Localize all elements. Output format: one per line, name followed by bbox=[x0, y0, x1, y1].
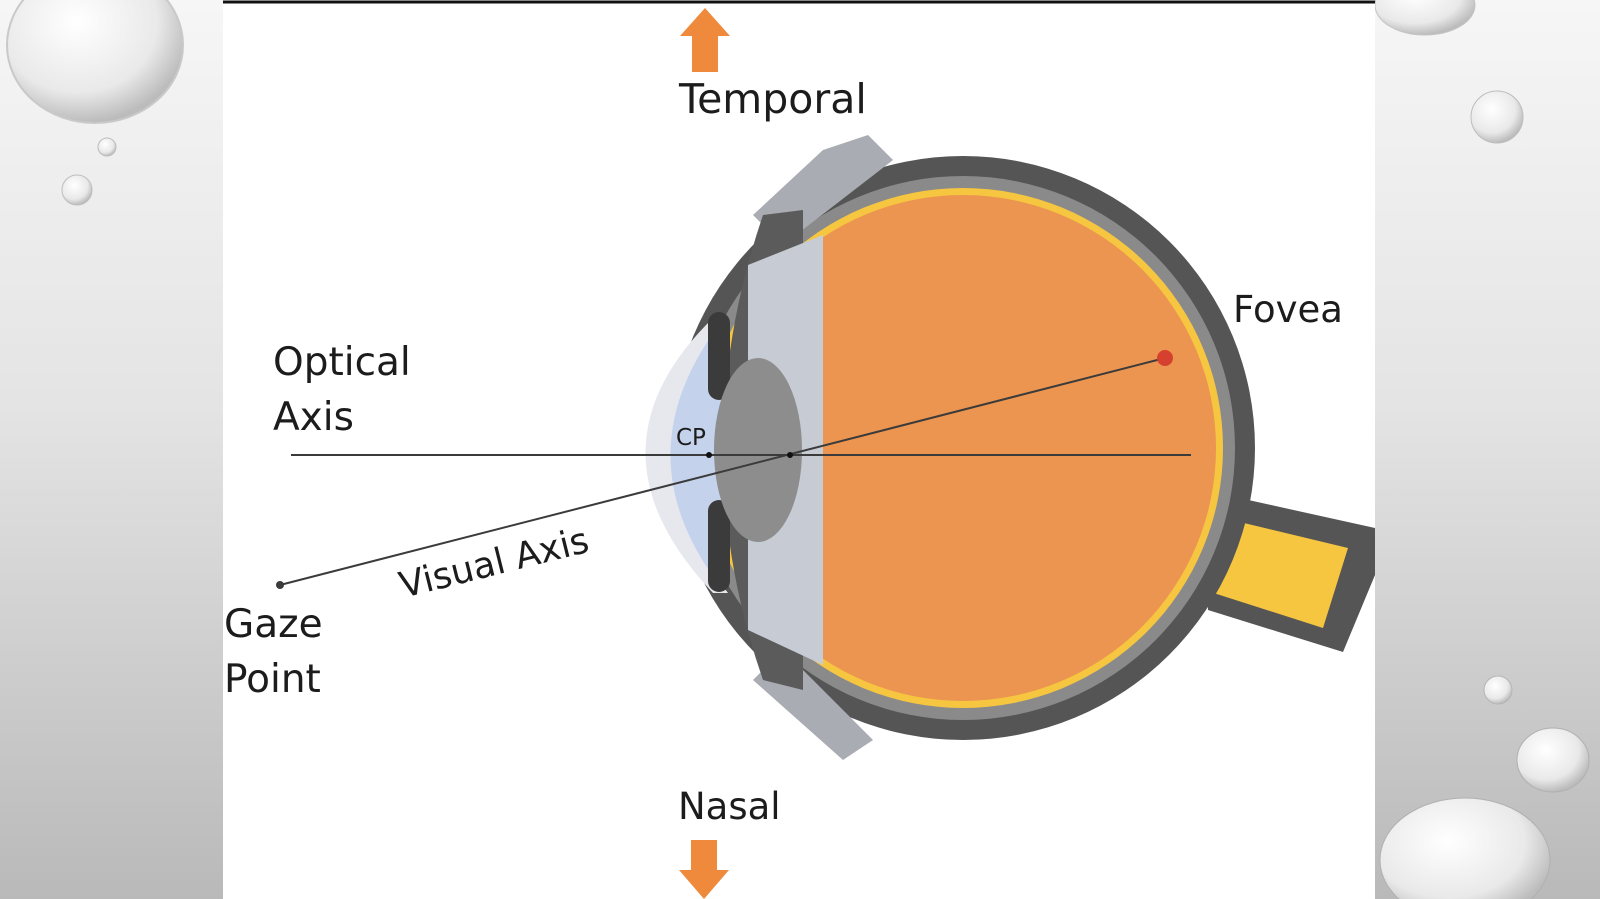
nodal-point-marker bbox=[787, 452, 793, 458]
water-droplets bbox=[6, 0, 1590, 899]
optical-axis-label-line1: Optical bbox=[273, 340, 411, 385]
water-droplet bbox=[61, 174, 93, 206]
eye-diagram: Temporal Nasal bbox=[223, 0, 1375, 899]
cornea bbox=[645, 318, 728, 593]
gaze-point-marker bbox=[276, 581, 284, 589]
diagram-panel: Temporal Nasal bbox=[223, 0, 1375, 899]
optical-axis-label-line2: Axis bbox=[273, 395, 354, 440]
gaze-point-label-line1: Gaze bbox=[224, 602, 323, 647]
visual-axis-label: Visual Axis bbox=[395, 520, 593, 607]
nasal-arrow-icon bbox=[679, 840, 729, 899]
fovea-label: Fovea bbox=[1233, 288, 1343, 331]
water-droplet bbox=[1483, 675, 1513, 705]
temporal-arrow-icon bbox=[680, 8, 730, 72]
water-droplet bbox=[1374, 0, 1476, 36]
nasal-label: Nasal bbox=[678, 785, 781, 828]
iris-lower bbox=[708, 500, 730, 592]
water-droplet bbox=[1470, 90, 1524, 144]
water-droplet bbox=[1516, 727, 1590, 793]
iris-upper bbox=[708, 312, 730, 400]
temporal-label: Temporal bbox=[678, 75, 867, 123]
vitreous-body bbox=[710, 195, 1216, 701]
water-droplet bbox=[97, 137, 117, 157]
water-droplet bbox=[1379, 797, 1551, 899]
cp-point-marker bbox=[706, 452, 712, 458]
water-droplet bbox=[6, 0, 184, 124]
lens bbox=[714, 358, 802, 542]
gaze-point-label-line2: Point bbox=[224, 657, 321, 702]
visual-axis-line bbox=[279, 357, 1166, 586]
fovea-point-marker bbox=[1157, 350, 1173, 366]
cp-label: CP bbox=[676, 425, 706, 451]
